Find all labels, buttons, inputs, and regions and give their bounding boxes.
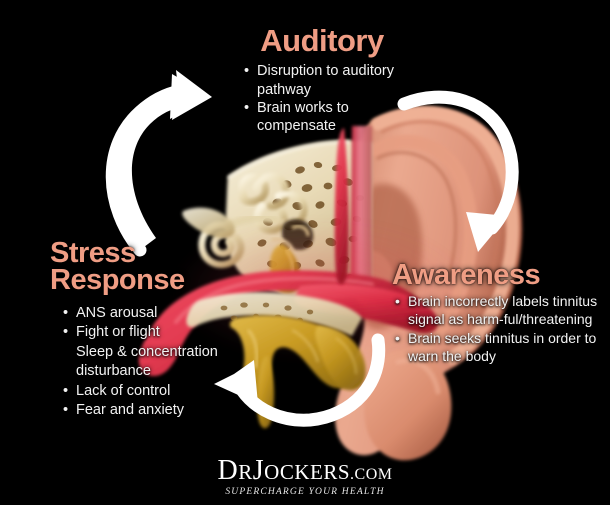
section-stress-response-bullets: ANS arousal Fight or flight Sleep & conc… [63,304,265,421]
arrow-stress-to-auditory [105,70,212,257]
logo-tagline: SUPERCHARGE YOUR HEALTH [225,487,385,497]
section-awareness: Awareness Brain incorrectly labels tinni… [392,259,602,365]
list-item: Brain incorrectly labels tinnitus signal… [395,292,602,328]
arrow-auditory-to-awareness [397,90,519,252]
list-item: Fear and anxiety [63,401,265,421]
brand-logo: DRJOCKERS.COM SUPERCHARGE YOUR HEALTH [0,457,610,498]
section-stress-response-heading: Stress Response [50,237,185,297]
list-item: Sleep & concentration disturbance [76,343,218,380]
list-item: ANS arousal [63,304,265,324]
section-auditory: Auditory Disruption to auditory pathway … [230,23,410,136]
logo-ockers: OCKERS [264,460,351,484]
logo-dr-d: D [217,455,239,486]
section-awareness-heading: Awareness [392,259,541,291]
logo-j: J [252,455,265,486]
list-item: Brain works to compensate [244,99,410,136]
list-item: Disruption to auditory pathway [244,62,410,99]
section-stress-response: Stress Response ANS arousal Fight or fli… [50,237,265,421]
section-auditory-heading: Auditory [260,23,384,58]
logo-dr-r: R [238,460,253,484]
section-awareness-bullets: Brain incorrectly labels tinnitus signal… [395,292,602,365]
list-item: Lack of control [63,382,265,402]
logo-wordmark: DRJOCKERS.COM [0,457,610,485]
logo-com: .COM [350,466,393,483]
section-auditory-bullets: Disruption to auditory pathway Brain wor… [244,62,410,136]
list-item: Brain seeks tinnitus in order to warn th… [395,329,602,365]
list-item: Fight or flight [63,323,265,343]
